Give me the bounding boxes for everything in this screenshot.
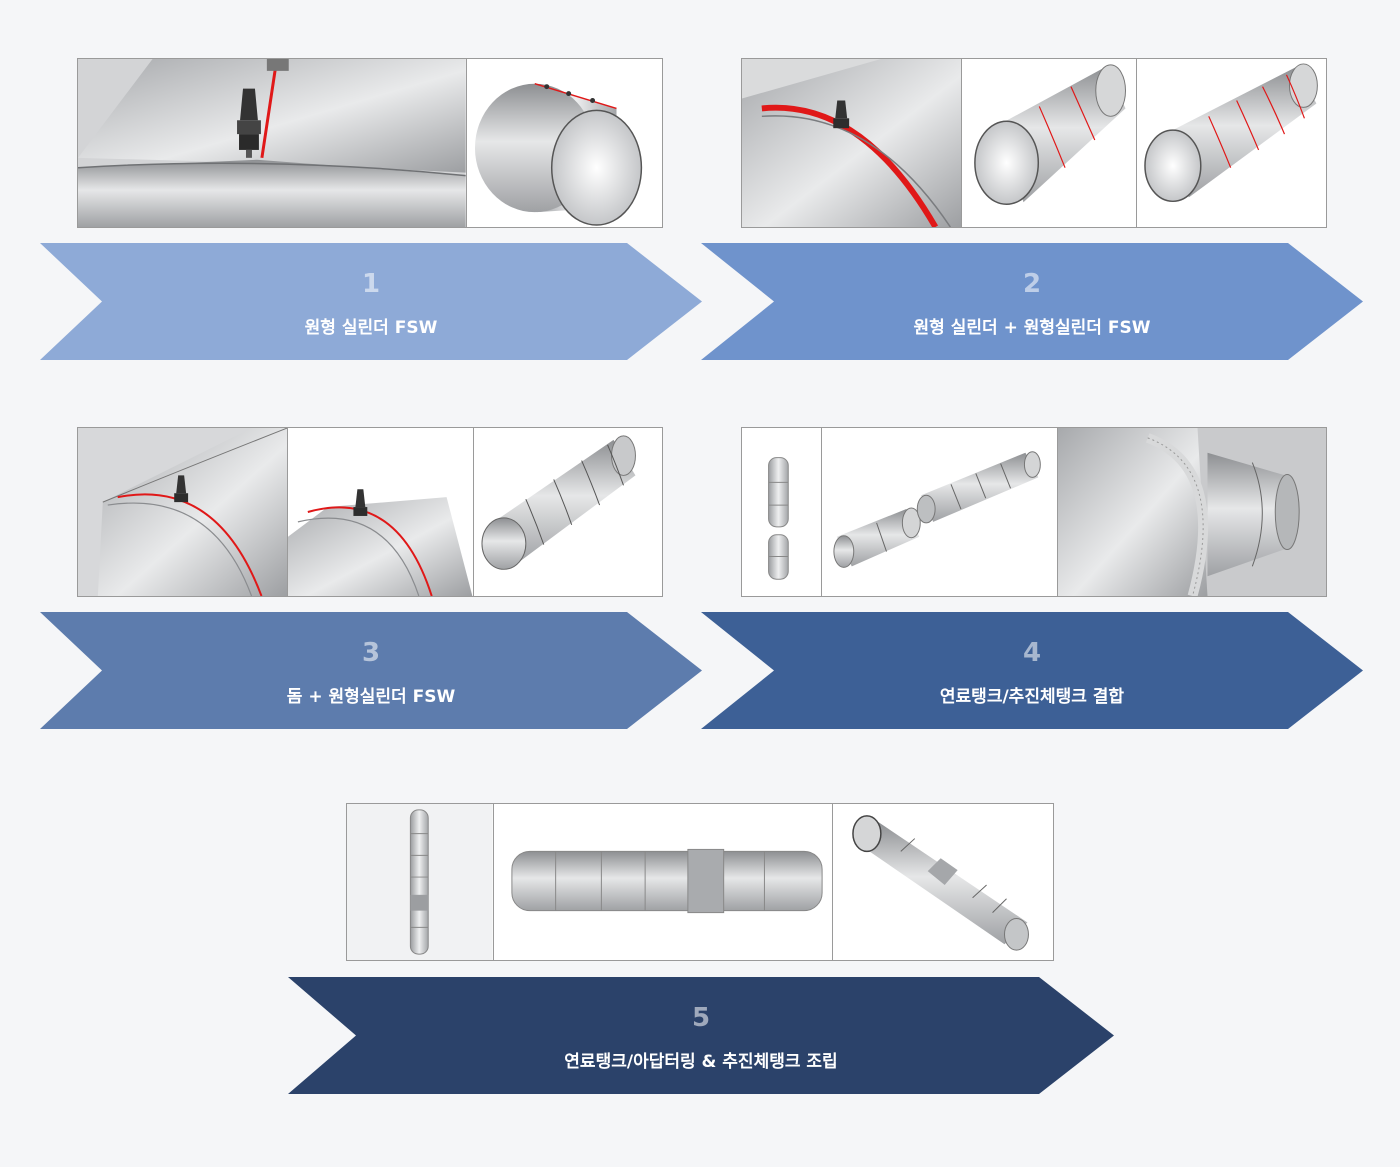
step-2-label: 원형 실린더 + 원형실린더 FSW <box>913 318 1151 338</box>
step-2-arrow-banner: 2 원형 실린더 + 원형실린더 FSW <box>701 243 1363 360</box>
step-3-arrow-shape <box>40 612 702 729</box>
step-4-image-panel <box>741 427 1327 597</box>
step-1-arrow-shape <box>40 243 702 360</box>
step-2-weld-closeup-image <box>742 59 963 227</box>
step-2-arrow-shape <box>701 243 1363 360</box>
step-3-arrow-banner: 3 돔 + 원형실린더 FSW <box>40 612 702 729</box>
step-5-arrow-shape <box>288 977 1114 1094</box>
step-4-adapter-ring-closeup-image <box>1057 428 1326 596</box>
step-2-three-section-cylinder-image <box>1136 59 1326 227</box>
step-4-arrow-banner: 4 연료탱크/추진체탱크 결합 <box>701 612 1363 729</box>
step-2-image-panel <box>741 58 1327 228</box>
step-4-arrow-shape <box>701 612 1363 729</box>
step-5-number: 5 <box>691 1003 711 1033</box>
step-3-label: 돔 + 원형실린더 FSW <box>286 687 456 707</box>
step-3-domed-tank-image <box>473 428 662 596</box>
step-5-label: 연료탱크/아답터링 & 추진체탱크 조립 <box>564 1052 838 1072</box>
step-4-tank-joining-image <box>821 428 1058 596</box>
step-4-number: 4 <box>1022 638 1042 668</box>
step-2-number: 2 <box>1022 269 1042 299</box>
step-1-tool-closeup-image <box>78 59 467 227</box>
step-1-arrow-banner: 1 원형 실린더 FSW <box>40 243 702 360</box>
step-5-vertical-assembly-image <box>347 804 494 960</box>
step-2-two-section-cylinder-image <box>962 59 1137 227</box>
step-3-dome-weld-image-a <box>78 428 289 596</box>
step-5-horizontal-assembly-image <box>493 804 833 960</box>
step-5-angled-assembly-image <box>832 804 1053 960</box>
step-1-number: 1 <box>361 269 381 299</box>
step-3-image-panel <box>77 427 663 597</box>
step-3-dome-weld-image-b <box>288 428 474 596</box>
step-4-vertical-tanks-image <box>742 428 822 596</box>
step-1-label: 원형 실린더 FSW <box>304 318 438 338</box>
step-1-image-panel <box>77 58 663 228</box>
step-5-image-panel <box>346 803 1054 961</box>
step-5-arrow-banner: 5 연료탱크/아답터링 & 추진체탱크 조립 <box>288 977 1114 1094</box>
step-4-label: 연료탱크/추진체탱크 결합 <box>939 687 1125 707</box>
step-1-cylinder-image <box>466 59 662 227</box>
step-3-number: 3 <box>361 638 381 668</box>
